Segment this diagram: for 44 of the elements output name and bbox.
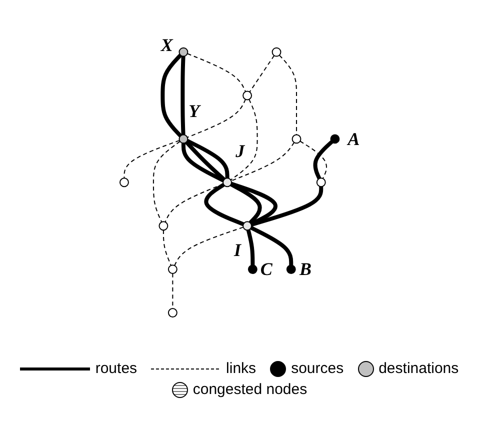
route-line	[250, 186, 323, 227]
network-node	[178, 47, 188, 57]
link-line	[174, 226, 244, 266]
network-node	[330, 134, 340, 144]
network-node	[291, 134, 301, 144]
link-line	[164, 184, 224, 223]
link-line	[152, 141, 180, 223]
network-node	[168, 308, 177, 318]
network-node	[242, 221, 252, 231]
route-line	[246, 230, 254, 266]
route-line	[180, 56, 185, 135]
network-node	[242, 90, 252, 100]
node-label: J	[235, 141, 244, 162]
network-node	[158, 221, 168, 231]
route-line	[312, 140, 333, 180]
link-line	[186, 53, 246, 92]
network-node	[271, 47, 281, 57]
route-line	[204, 183, 244, 226]
network-node	[316, 178, 326, 188]
node-label: X	[160, 35, 172, 56]
network-node	[286, 264, 296, 274]
network-node	[119, 178, 129, 188]
route-line	[250, 226, 293, 266]
node-label: A	[347, 129, 360, 149]
link-line	[248, 55, 274, 93]
node-label: I	[234, 240, 241, 260]
node-label: Y	[188, 101, 200, 122]
node-label: B	[299, 259, 312, 280]
network-node	[248, 264, 257, 274]
legend-label: links	[226, 360, 256, 377]
legend-label: destinations	[378, 360, 459, 377]
network-node	[168, 264, 177, 274]
link-line	[162, 230, 172, 266]
link-line	[123, 140, 180, 179]
legend-label: routes	[95, 360, 138, 377]
link-line	[230, 98, 258, 181]
link-line	[230, 142, 294, 182]
legend-label: congested nodes	[192, 381, 308, 398]
route-line	[160, 54, 182, 138]
link-line	[186, 98, 246, 138]
route-line	[230, 182, 262, 224]
link-line	[299, 140, 327, 180]
legend-label: sources	[291, 360, 344, 377]
node-label: C	[260, 259, 272, 280]
